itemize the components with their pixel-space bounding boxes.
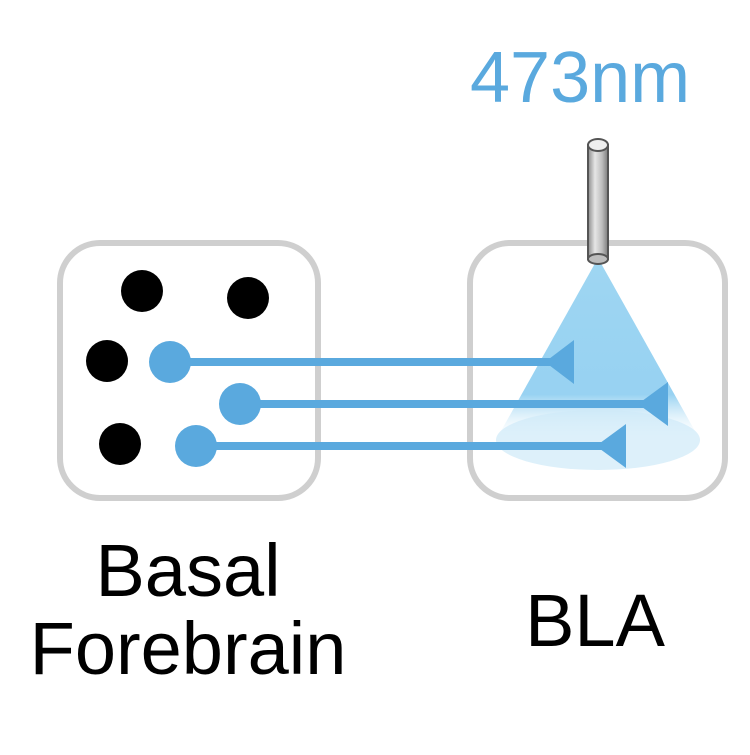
neuron-projecting xyxy=(219,383,261,425)
neuron-unlabeled xyxy=(99,423,141,465)
light-cone xyxy=(496,258,700,440)
neuron-projecting xyxy=(175,425,217,467)
neuron-unlabeled xyxy=(121,270,163,312)
basal-forebrain-label: Basal Forebrain xyxy=(8,532,368,688)
neuron-projecting xyxy=(149,341,191,383)
projection-3 xyxy=(175,424,626,468)
projection-2 xyxy=(219,382,668,426)
axon-terminal xyxy=(638,382,668,426)
optic-fiber-tip xyxy=(587,253,609,265)
neuron-unlabeled xyxy=(227,277,269,319)
basal-forebrain-label-line1: Basal xyxy=(95,529,281,612)
basal-forebrain-label-line2: Forebrain xyxy=(29,607,347,690)
light-cone-base xyxy=(496,410,700,470)
axon-terminal xyxy=(545,340,574,384)
bla-label: BLA xyxy=(525,579,665,662)
wavelength-label: 473nm xyxy=(470,38,691,118)
optic-fiber xyxy=(587,144,609,260)
optic-fiber-top xyxy=(587,138,609,152)
projection-1 xyxy=(149,340,574,384)
neuron-unlabeled xyxy=(86,340,128,382)
axon-terminal xyxy=(596,424,626,468)
